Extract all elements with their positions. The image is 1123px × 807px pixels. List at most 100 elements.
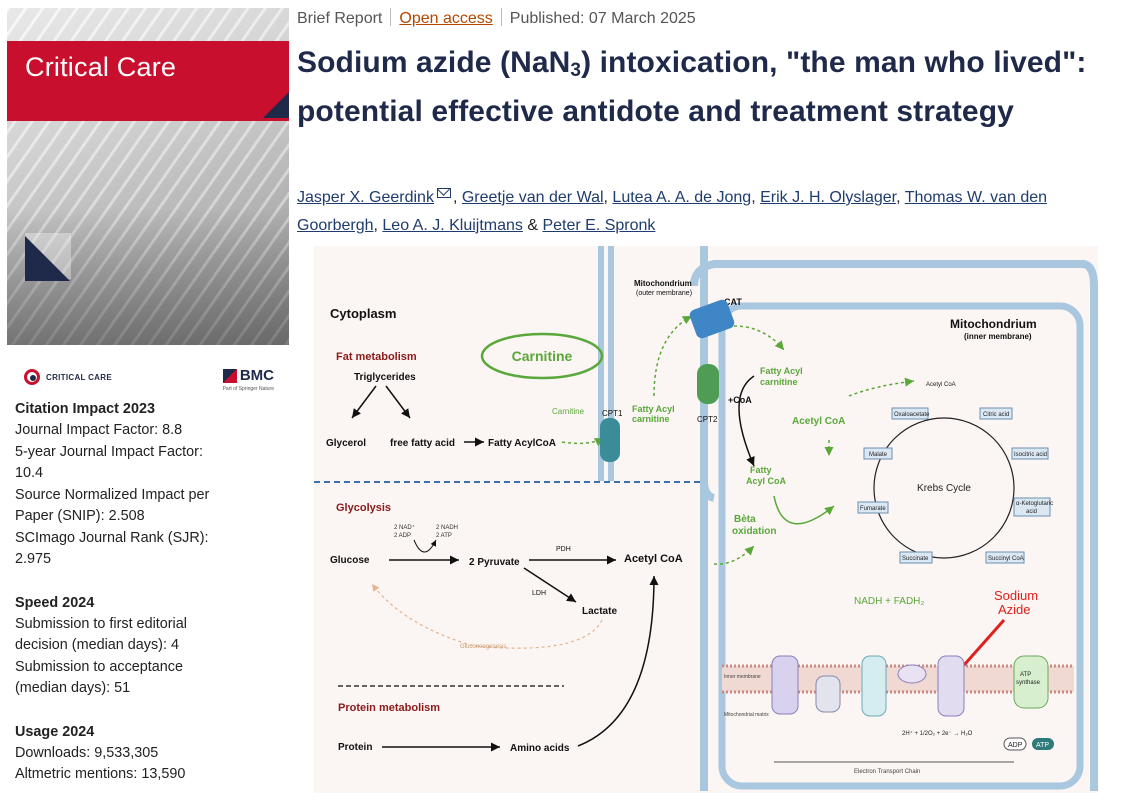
atp-synthase-label: ATP	[1020, 672, 1031, 678]
article-figure[interactable]: Cytoplasm Fat metabolism Triglycerides G…	[314, 246, 1098, 793]
protein-metabolism-heading: Protein metabolism	[338, 702, 440, 714]
isocitric-acid-label: Isocitric acid	[1014, 452, 1047, 458]
author-link[interactable]: Lutea A. A. de Jong	[612, 189, 751, 206]
metric-line: Submission to first editorial	[15, 614, 285, 636]
citation-impact-heading: Citation Impact 2023	[15, 398, 285, 420]
metric-line: Source Normalized Impact per	[15, 485, 285, 507]
author-link[interactable]: Erik J. H. Olyslager	[760, 189, 896, 206]
bmc-tagline: Part of Springer Nature	[223, 386, 274, 392]
complex-i	[772, 656, 798, 714]
citric-acid-label: Citric acid	[983, 412, 1009, 418]
atp-label: ATP	[1036, 742, 1049, 749]
arrow	[352, 386, 376, 418]
critical-care-logo-text: CRITICAL CARE	[46, 373, 112, 382]
sodium-azide-label: Azide	[998, 602, 1031, 617]
krebs-acetyl-label: Acetyl CoA	[926, 382, 956, 388]
author-link[interactable]: Leo A. J. Kluijtmans	[382, 217, 523, 234]
fatty-acyl-carnitine-label: Fatty Acyl	[760, 366, 803, 376]
article-type: Brief Report	[297, 10, 382, 27]
amino-acids-label: Amino acids	[510, 743, 570, 754]
bmc-logo[interactable]: BMC	[223, 367, 274, 384]
beta-oxidation-label: oxidation	[732, 526, 776, 537]
arrow	[654, 316, 692, 396]
arrow	[372, 584, 602, 648]
metabolism-diagram: Cytoplasm Fat metabolism Triglycerides G…	[314, 246, 1098, 793]
author-link[interactable]: Greetje van der Wal	[462, 189, 604, 206]
arrow	[734, 326, 784, 350]
cover-triangle-icon	[263, 92, 289, 118]
mail-icon[interactable]	[437, 188, 451, 198]
nadh-fadh2-label: NADH + FADH₂	[854, 596, 924, 607]
complex-iv	[938, 656, 964, 716]
title-subscript: 3	[570, 60, 581, 81]
acetyl-coa-green-label: Acetyl CoA	[792, 416, 845, 427]
complex-iii	[862, 656, 886, 716]
gluconeogenesis-label: Gluconeogenesis	[460, 644, 506, 650]
fatty-acyl-carnitine-label: carnitine	[760, 377, 798, 387]
beta-oxidation-label: Bèta	[734, 514, 756, 525]
oxygen-equation: 2H⁺ + 1/2O₂ + 2e⁻ → H₂O	[902, 730, 973, 737]
published-date: Published: 07 March 2025	[510, 10, 696, 27]
arrow	[578, 576, 654, 746]
glycerol-label: Glycerol	[326, 438, 366, 449]
usage-section: Usage 2024 Downloads: 9,533,305 Altmetri…	[15, 721, 285, 786]
metric-line: 2.975	[15, 549, 285, 571]
author-link[interactable]: Peter E. Spronk	[542, 217, 655, 234]
cpt2-label: CPT2	[697, 415, 718, 424]
bmc-logo-text: BMC	[240, 367, 274, 384]
pyruvate-label: 2 Pyruvate	[469, 557, 520, 568]
critical-care-logo[interactable]: CRITICAL CARE	[24, 369, 112, 385]
carnitine-small-label: Carnitine	[552, 407, 585, 416]
cover-triangle-icon	[25, 236, 70, 281]
author-separator: &	[523, 217, 543, 234]
free-fatty-acid-label: free fatty acid	[390, 438, 455, 449]
journal-cover-image[interactable]: Critical Care	[7, 8, 289, 345]
metric-line: 5-year Journal Impact Factor:	[15, 442, 285, 464]
metric-line: decision (median days): 4	[15, 635, 285, 657]
fatty-acyl-carnitine-label: carnitine	[632, 414, 670, 424]
metric-line: Journal Impact Factor: 8.8	[15, 420, 285, 442]
etc-label: Electron Transport Chain	[854, 769, 920, 775]
cytochrome-c	[898, 665, 926, 683]
fatty-acylcoa-label: Fatty AcylCoA	[488, 438, 556, 449]
cover-journal-title: Critical Care	[25, 52, 176, 83]
glycolysis-heading: Glycolysis	[336, 502, 391, 514]
mito-outer-label: Mitochondrium	[634, 279, 692, 288]
speed-section: Speed 2024 Submission to first editorial…	[15, 592, 285, 700]
metric-line: SCImago Journal Rank (SJR):	[15, 528, 285, 550]
ldh-label: LDH	[532, 590, 546, 597]
citation-impact-section: Citation Impact 2023 Journal Impact Fact…	[15, 398, 285, 571]
author-list: Jasper X. Geerdink, Greetje van der Wal,…	[297, 184, 1123, 240]
publisher-logos: CRITICAL CARE BMC Part of Springer Natur…	[24, 367, 274, 397]
critical-care-logo-icon	[24, 369, 40, 385]
arrow	[414, 540, 436, 552]
succinyl-coa-label: Succinyl CoA	[988, 556, 1024, 562]
speed-heading: Speed 2024	[15, 592, 285, 614]
ketoglutaric-label: α-Ketoglutaric	[1016, 501, 1053, 507]
lactate-label: Lactate	[582, 606, 617, 617]
atp-synthase-label: synthase	[1016, 680, 1041, 686]
krebs-cycle-label: Krebs Cycle	[917, 483, 971, 494]
article-title: Sodium azide (NaN3) intoxication, "the m…	[297, 42, 1117, 132]
matrix-text: Mitochondrial matrix	[724, 712, 769, 718]
fat-metabolism-heading: Fat metabolism	[336, 351, 417, 363]
meta-divider	[501, 8, 502, 26]
arrow	[386, 386, 410, 418]
metric-line: Submission to acceptance	[15, 657, 285, 679]
fatty-acyl-carnitine-label: Fatty Acyl	[632, 404, 675, 414]
cytoplasm-label: Cytoplasm	[330, 306, 396, 321]
pdh-label: PDH	[556, 546, 571, 553]
author-separator: ,	[751, 189, 760, 206]
nad-in-label: 2 ADP	[394, 533, 411, 539]
mito-inner-sub-label: (inner membrane)	[964, 332, 1032, 341]
nadh-out-label: 2 ATP	[436, 533, 452, 539]
open-access-link[interactable]: Open access	[399, 10, 492, 27]
journal-metrics: Citation Impact 2023 Journal Impact Fact…	[15, 398, 285, 807]
meta-divider	[390, 8, 391, 26]
author-link[interactable]: Jasper X. Geerdink	[297, 189, 434, 206]
article-meta: Brief Report Open access Published: 07 Mar…	[297, 8, 696, 29]
metric-line: Downloads: 9,533,305	[15, 743, 285, 765]
protein-label: Protein	[338, 742, 372, 753]
usage-heading: Usage 2024	[15, 721, 285, 743]
fatty-acyl-coa-label: Fatty	[750, 465, 772, 475]
